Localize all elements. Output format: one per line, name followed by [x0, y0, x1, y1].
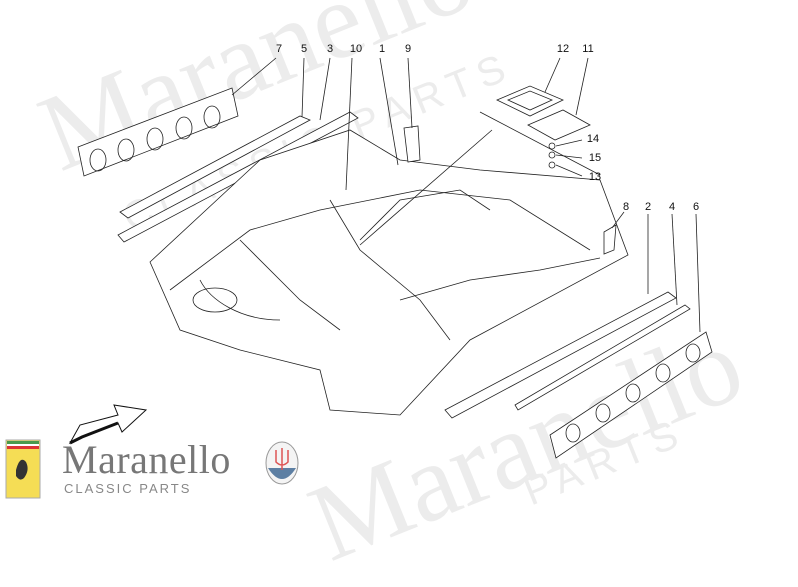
callout-5: 5 [300, 43, 308, 55]
callout-12: 12 [556, 43, 570, 55]
callout-10: 10 [349, 43, 363, 55]
callout-4: 4 [668, 201, 676, 213]
callout-3: 3 [326, 43, 334, 55]
callout-8: 8 [622, 201, 630, 213]
callout-13: 13 [588, 171, 602, 183]
callout-15: 15 [588, 152, 602, 164]
maserati-badge-icon [265, 441, 299, 485]
callout-6: 6 [692, 201, 700, 213]
classic-parts-tagline: CLASSIC PARTS [64, 481, 192, 496]
maranello-logo-text: Maranello [62, 437, 231, 482]
callout-14: 14 [586, 133, 600, 145]
ferrari-badge-icon [5, 439, 41, 499]
callout-9: 9 [404, 43, 412, 55]
part-7-rocker-panel [77, 57, 277, 177]
callout-7: 7 [275, 43, 283, 55]
callout-11: 11 [582, 43, 594, 55]
front-direction-arrow [68, 404, 148, 445]
callout-2: 2 [644, 201, 652, 213]
parts-diagram [5, 57, 713, 499]
callout-1: 1 [378, 43, 386, 55]
